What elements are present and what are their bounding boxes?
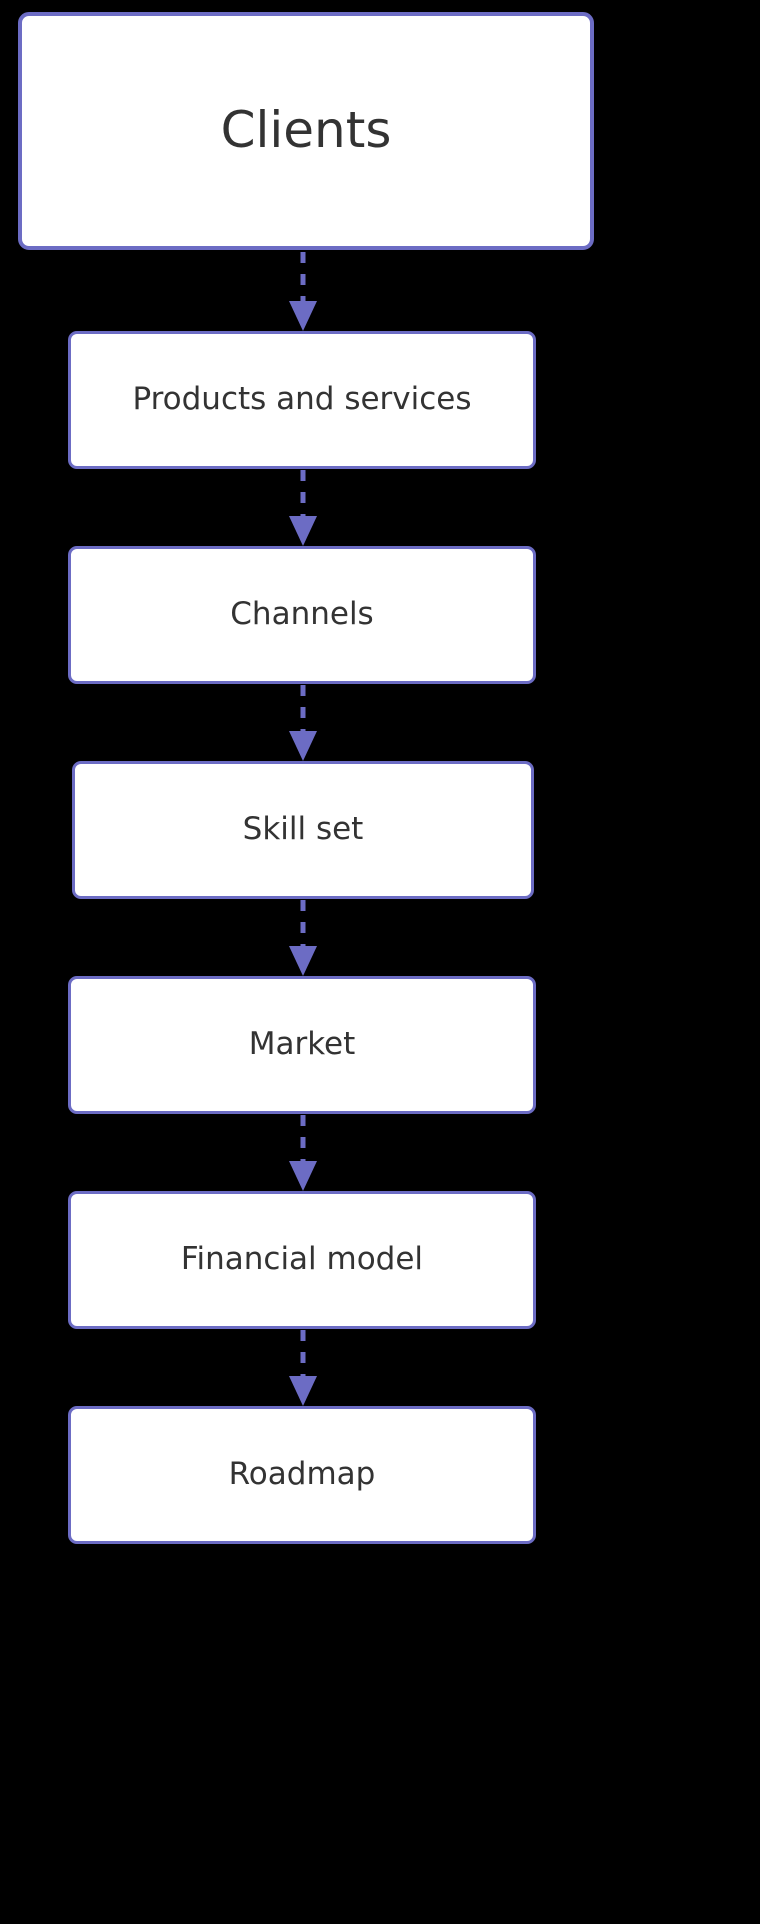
edge-channels-to-skill-set bbox=[289, 685, 317, 761]
edge-products-and-services-to-channels bbox=[289, 470, 317, 546]
flowchart-node-roadmap[interactable]: Roadmap bbox=[68, 1406, 536, 1544]
flowchart-node-label: Skill set bbox=[242, 811, 364, 848]
flowchart-node-label: Market bbox=[248, 1026, 356, 1063]
flowchart-node-label: Channels bbox=[230, 596, 374, 633]
edge-clients-to-products-and-services bbox=[289, 252, 317, 331]
edge-skill-set-to-market bbox=[289, 900, 317, 976]
flowchart-node-label: Roadmap bbox=[228, 1456, 376, 1493]
flowchart-node-skill-set[interactable]: Skill set bbox=[72, 761, 534, 899]
flowchart-node-clients[interactable]: Clients bbox=[18, 12, 594, 250]
flowchart-node-label: Financial model bbox=[180, 1241, 424, 1278]
flowchart-node-label: Clients bbox=[220, 101, 392, 160]
edge-market-to-financial-model bbox=[289, 1115, 317, 1191]
flowchart-node-market[interactable]: Market bbox=[68, 976, 536, 1114]
flowchart-node-financial-model[interactable]: Financial model bbox=[68, 1191, 536, 1329]
flowchart-node-channels[interactable]: Channels bbox=[68, 546, 536, 684]
edge-financial-model-to-roadmap bbox=[289, 1330, 317, 1406]
flowchart-node-products-and-services[interactable]: Products and services bbox=[68, 331, 536, 469]
flowchart-node-label: Products and services bbox=[132, 381, 472, 418]
